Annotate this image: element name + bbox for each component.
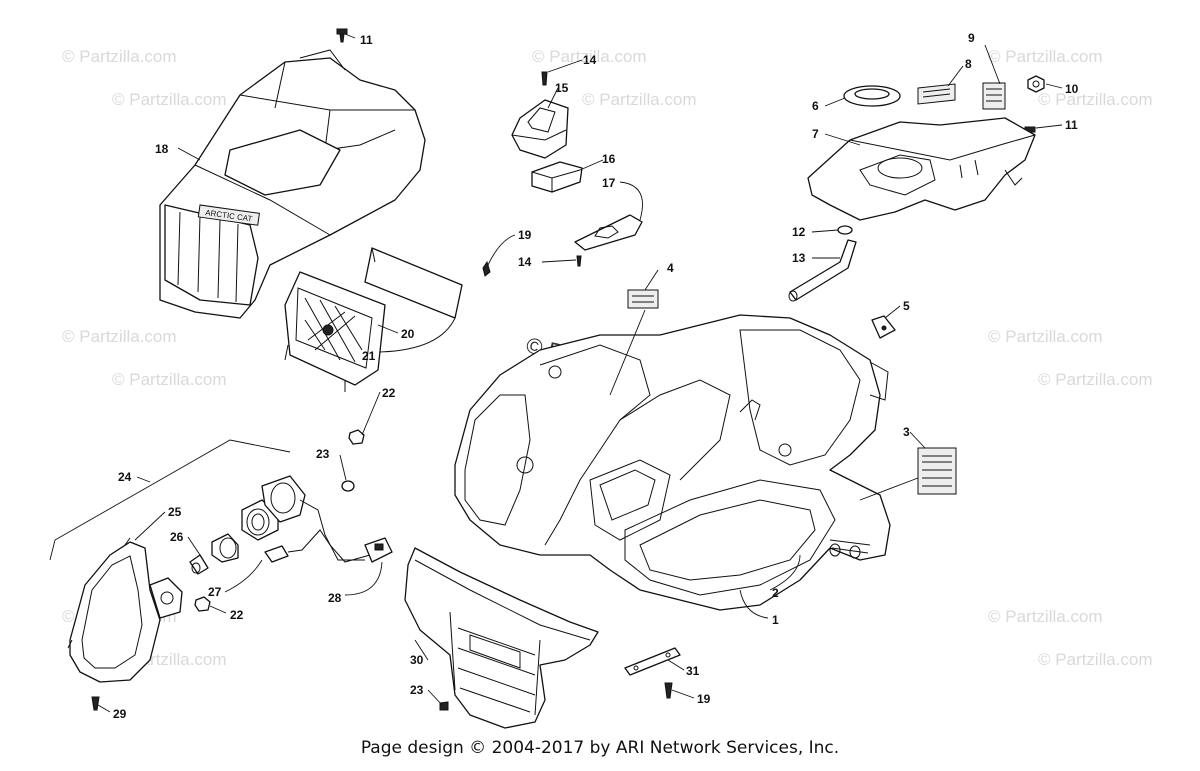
callout-19: 19 [518,228,532,242]
callout-16: 16 [602,152,616,166]
callout-28: 28 [328,591,342,605]
part-31-plate [624,647,681,676]
watermark: © Partzilla.com [1038,370,1153,389]
part-23-grommets [341,480,449,711]
part-16-block [531,161,583,193]
callout-17: 17 [602,176,616,190]
callout-18: 18 [155,142,169,156]
callout-20: 20 [401,327,415,341]
part-22-nuts [194,429,365,612]
part-26-27-28-harness [189,475,393,575]
callout-8: 8 [965,57,972,71]
callout-14: 14 [583,53,597,67]
part-24-bracket-line [49,439,291,561]
part-10-nut [1027,75,1045,93]
part-3-label [917,447,957,495]
watermark: © Partzilla.com [112,370,227,389]
part-1-front-fender [454,314,891,611]
callout-12: 12 [792,225,806,239]
callout-27: 27 [208,585,222,599]
part-8-decal [917,83,956,105]
callout-1: 1 [772,613,779,627]
callout-11: 11 [1065,118,1078,132]
callout-31: 31 [686,664,700,678]
watermark: © Partzilla.com [532,47,647,66]
callout-26: 26 [170,530,184,544]
watermark: © Partzilla.com [988,47,1103,66]
part-17-pad [574,214,643,251]
part-6-gasket [843,85,901,107]
callout-10: 10 [1065,82,1079,96]
callout-29: 29 [113,707,127,721]
callout-13: 13 [792,251,806,265]
part-15-cap [511,99,569,159]
callout-9: 9 [968,31,975,45]
watermark: © Partzilla.com [1038,650,1153,669]
part-25-headlight [67,537,183,683]
callout-numbers: 11 18 14 15 16 17 19 14 20 21 22 23 24 2… [113,31,1079,721]
watermark: © Partzilla.com [988,327,1103,346]
callout-25: 25 [168,505,182,519]
callout-22: 22 [382,386,396,400]
callout-19: 19 [697,692,711,706]
page-footer: Page design © 2004-2017 by ARI Network S… [360,738,840,758]
callout-7: 7 [812,127,819,141]
watermark: © Partzilla.com [582,90,697,109]
callout-5: 5 [903,299,910,313]
callout-11: 11 [360,33,373,47]
part-12-13-hose [788,225,857,302]
callout-14: 14 [518,255,532,269]
watermark: © Partzilla.com [112,90,227,109]
part-9-decal [982,82,1006,110]
callout-30: 30 [410,653,424,667]
leader-lines [97,33,1063,713]
watermark: © Partzilla.com [62,327,177,346]
part-18-hood: ARCTIC CAT [159,49,426,319]
callout-6: 6 [812,99,819,113]
callout-21: 21 [362,349,376,363]
callout-22: 22 [230,608,244,622]
watermark: © Partzilla.com [62,47,177,66]
callout-23: 23 [410,683,424,697]
part-7-rear-cover [807,117,1036,221]
part-4-label [627,289,659,309]
part-30-bumper [404,547,599,729]
callout-23: 23 [316,447,330,461]
watermark: © Partzilla.com [988,607,1103,626]
callout-4: 4 [667,261,674,275]
callout-24: 24 [118,470,132,484]
part-20-grille [284,271,386,392]
callout-2: 2 [772,586,779,600]
watermark: © Partzilla.com [1038,90,1153,109]
callout-15: 15 [555,81,569,95]
callout-3: 3 [903,425,910,439]
part-5-bracket [871,315,896,339]
